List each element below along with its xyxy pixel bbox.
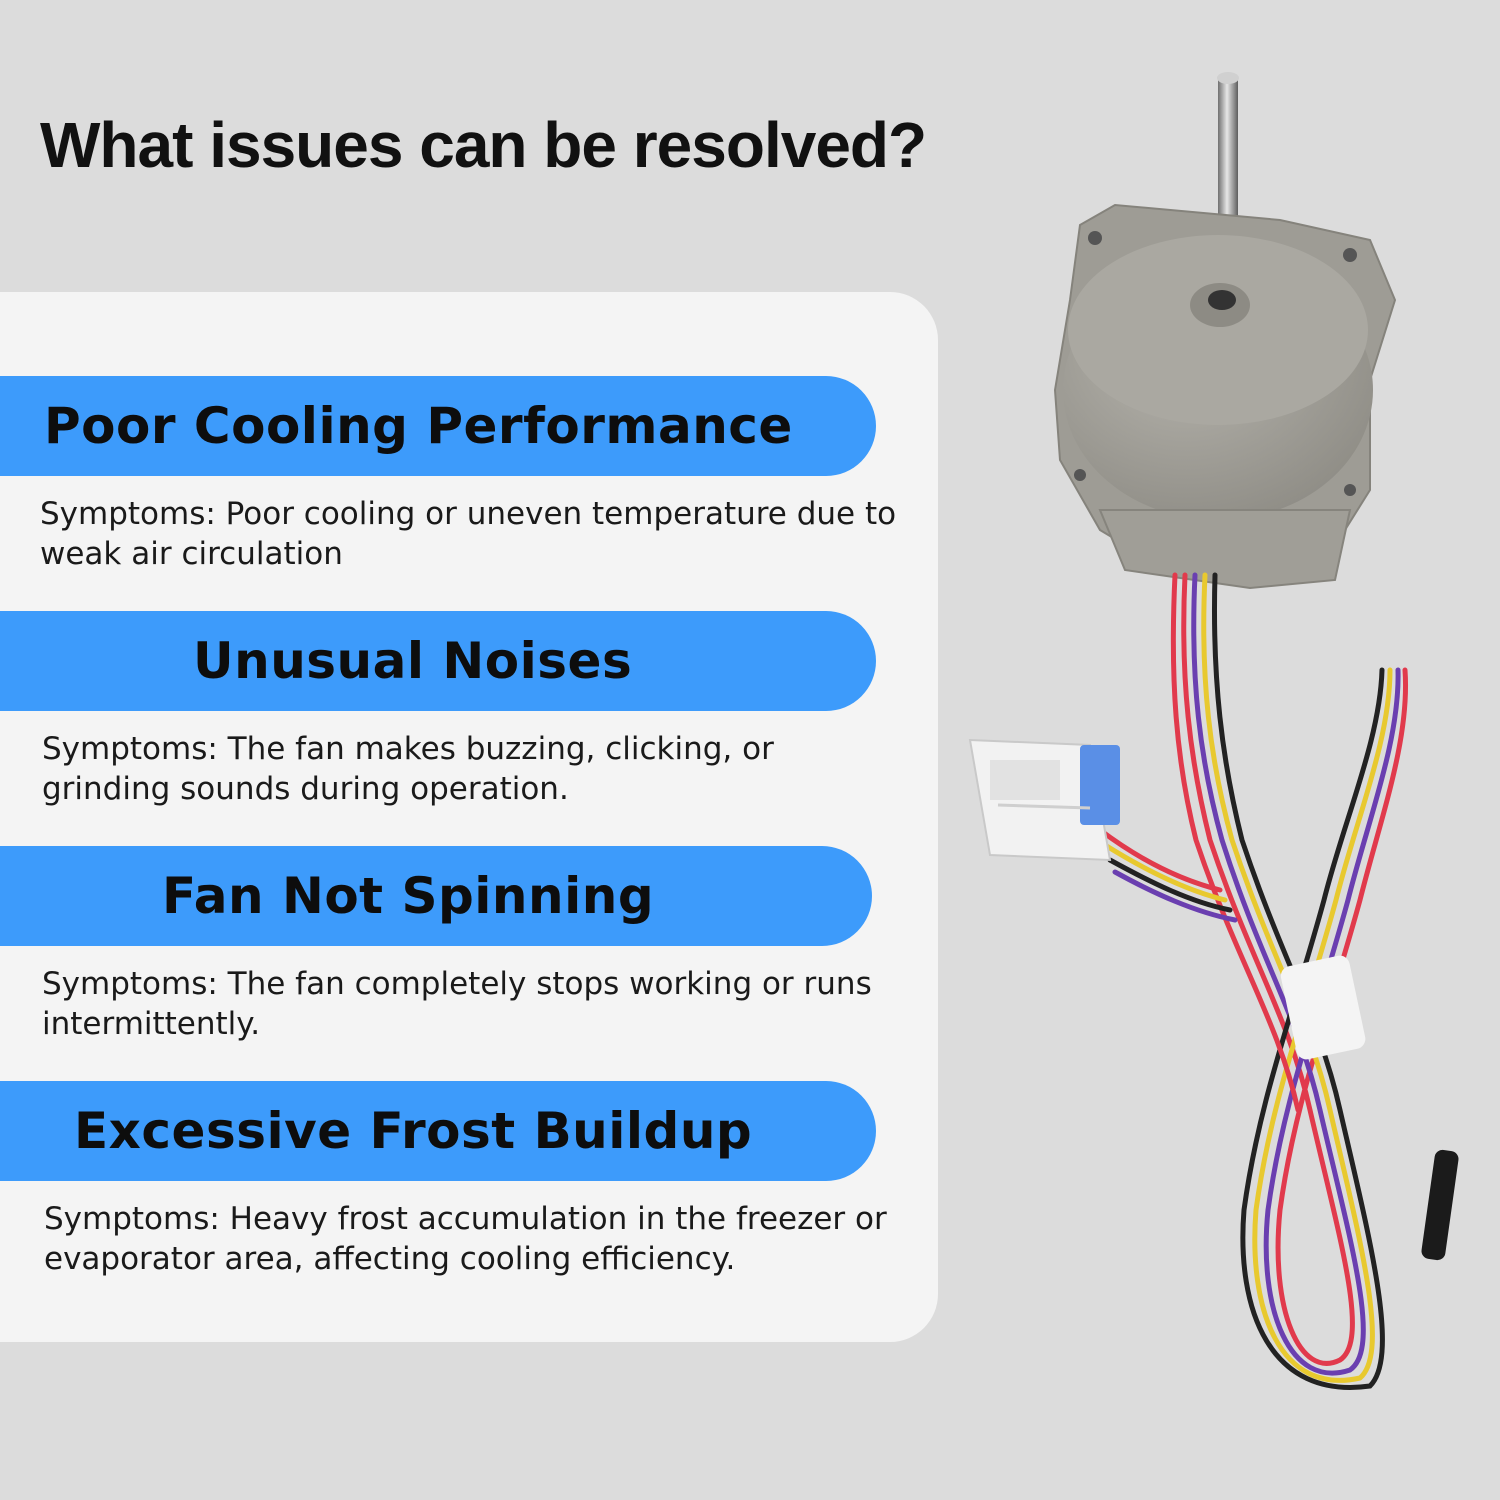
issue-description: Symptoms: The fan makes buzzing, clickin… [42,729,902,809]
symptoms-text: : Heavy frost accumulation in the freeze… [44,1201,887,1277]
wire-harness [1097,572,1409,1390]
page-title: What issues can be resolved? [40,109,927,181]
issue-heading-pill: Fan Not Spinning [0,846,872,946]
issue-heading-pill: Unusual Noises [0,611,876,711]
issue-title: Fan Not Spinning [162,867,655,925]
issue-description: Symptoms: Poor cooling or uneven tempera… [40,494,900,574]
issue-item-frost-buildup: Excessive Frost Buildup Symptoms: Heavy … [0,1081,938,1279]
issue-title: Unusual Noises [193,632,633,690]
symptoms-label: Symptoms [42,731,208,767]
issue-heading-pill: Excessive Frost Buildup [0,1081,876,1181]
symptoms-text: : Poor cooling or uneven temperature due… [40,496,897,572]
issue-description: Symptoms: The fan completely stops worki… [42,964,902,1044]
issue-title: Excessive Frost Buildup [74,1102,753,1160]
symptoms-label: Symptoms [42,966,208,1002]
issue-item-fan-not-spinning: Fan Not Spinning Symptoms: The fan compl… [0,846,938,1044]
issue-item-unusual-noises: Unusual Noises Symptoms: The fan makes b… [0,611,938,809]
issue-description: Symptoms: Heavy frost accumulation in th… [44,1199,904,1279]
fan-motor-image [968,72,1459,1390]
issue-item-poor-cooling: Poor Cooling Performance Symptoms: Poor … [0,376,938,574]
symptoms-text: : The fan completely stops working or ru… [42,966,872,1042]
issue-title: Poor Cooling Performance [44,397,793,455]
symptoms-label: Symptoms [44,1201,210,1237]
symptoms-text: : The fan makes buzzing, clicking, or gr… [42,731,774,807]
wire-sleeve [1280,955,1366,1060]
issue-heading-pill: Poor Cooling Performance [0,376,876,476]
symptoms-label: Symptoms [40,496,206,532]
wire-connector [968,738,1120,862]
